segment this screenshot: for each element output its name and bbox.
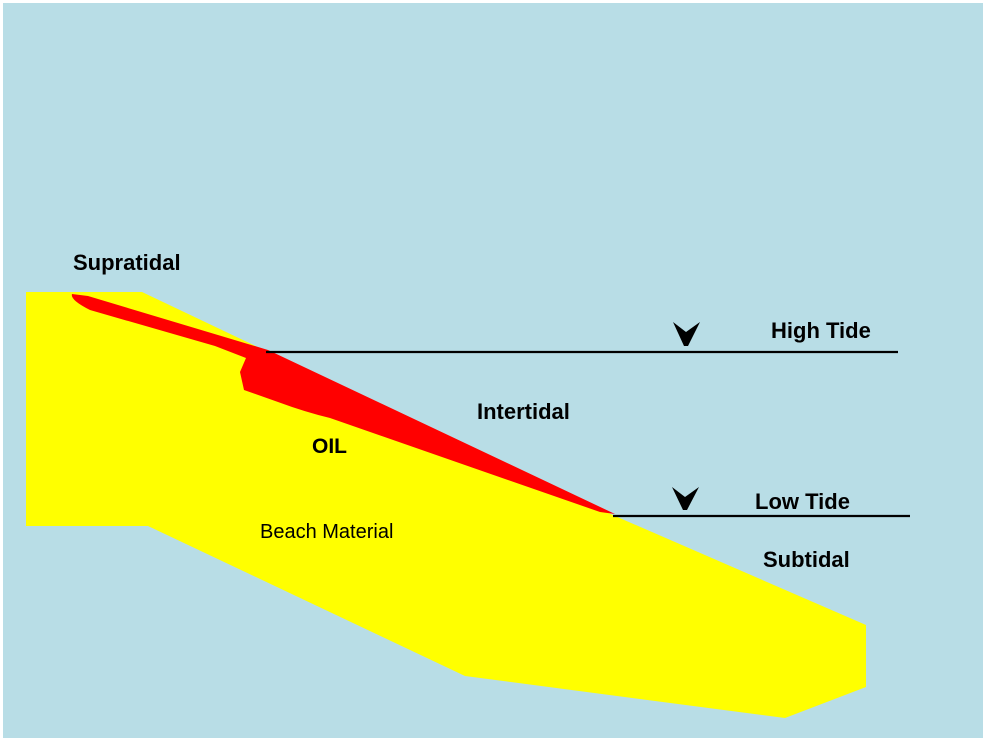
- high-tide-marker-icon: [673, 322, 700, 346]
- oil-label: OIL: [312, 435, 347, 458]
- beach-material-area: [26, 292, 866, 718]
- beach-material-label: Beach Material: [260, 521, 393, 543]
- high-tide-label: High Tide: [771, 318, 871, 343]
- oil-layer: [71, 294, 616, 514]
- supratidal-label: Supratidal: [73, 250, 181, 275]
- low-tide-label: Low Tide: [755, 489, 850, 514]
- intertidal-label: Intertidal: [477, 399, 570, 424]
- subtidal-label: Subtidal: [763, 547, 850, 572]
- low-tide-marker-icon: [672, 487, 699, 510]
